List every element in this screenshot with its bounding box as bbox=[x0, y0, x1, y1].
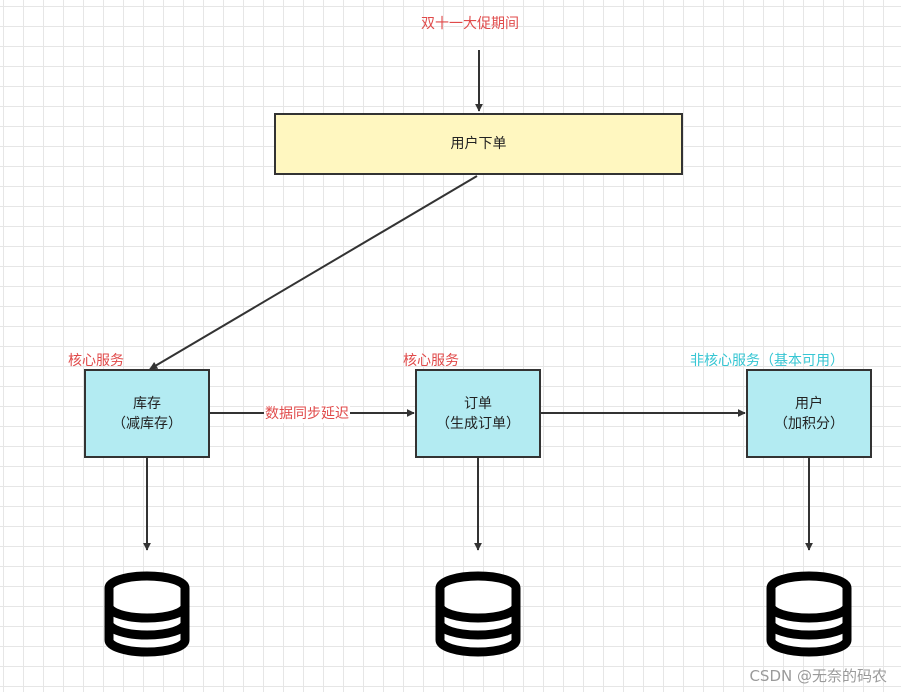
user-order-box: 用户下单 bbox=[274, 113, 683, 175]
user-service-box: 用户 （加积分） bbox=[746, 369, 872, 458]
inventory-service-box: 库存 （减库存） bbox=[84, 369, 210, 458]
order-title: 订单 bbox=[464, 395, 492, 412]
order-tag: 核心服务 bbox=[403, 353, 459, 369]
user-tag: 非核心服务（基本可用） bbox=[690, 353, 844, 369]
database-icon bbox=[440, 576, 516, 652]
order-subtitle: （生成订单） bbox=[436, 415, 520, 432]
watermark: CSDN @无奈的码农 bbox=[749, 667, 887, 685]
arrow-order-to-inventory bbox=[149, 175, 478, 370]
trigger-label: 双十一大促期间 bbox=[421, 16, 519, 32]
database-icon bbox=[109, 576, 185, 652]
user-order-label: 用户下单 bbox=[450, 136, 507, 152]
sync-delay-label: 数据同步延迟 bbox=[264, 405, 350, 423]
order-service-box: 订单 （生成订单） bbox=[415, 369, 541, 458]
inventory-subtitle: （减库存） bbox=[112, 415, 182, 432]
inventory-tag: 核心服务 bbox=[68, 353, 124, 369]
user-subtitle: （加积分） bbox=[774, 415, 844, 432]
user-title: 用户 bbox=[795, 395, 823, 412]
inventory-title: 库存 bbox=[133, 395, 161, 412]
database-icon bbox=[771, 576, 847, 652]
